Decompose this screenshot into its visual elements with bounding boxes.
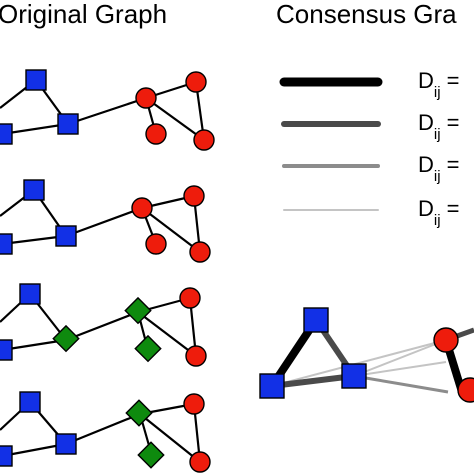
circle-node bbox=[179, 287, 201, 309]
circle-node bbox=[135, 87, 157, 109]
original-graph-2 bbox=[0, 179, 211, 263]
legend-label-1: Dij = bbox=[418, 68, 460, 101]
consensus-edge bbox=[353, 374, 449, 394]
consensus-circle-node bbox=[457, 377, 474, 403]
original-graph-title: Original Graph bbox=[0, 0, 167, 29]
square-node bbox=[55, 433, 77, 455]
original-graph-3 bbox=[0, 283, 207, 367]
original-graph-1 bbox=[0, 69, 215, 151]
square-node bbox=[23, 179, 45, 201]
legend-label-4: Dij = bbox=[418, 196, 460, 229]
circle-node bbox=[189, 241, 211, 263]
original-graph-4 bbox=[0, 391, 211, 473]
legend-label-3: Dij = bbox=[418, 152, 460, 185]
consensus-edge bbox=[271, 373, 355, 389]
diamond-node bbox=[124, 296, 152, 325]
legend-label-2: Dij = bbox=[418, 110, 460, 143]
diamond-node bbox=[52, 324, 80, 353]
square-node bbox=[0, 339, 13, 361]
consensus-graph bbox=[259, 307, 474, 403]
circle-node bbox=[193, 129, 215, 151]
square-node bbox=[57, 113, 79, 135]
consensus-circle-node bbox=[433, 327, 459, 353]
consensus-edge bbox=[353, 339, 447, 377]
diamond-node bbox=[125, 399, 153, 427]
circle-node bbox=[183, 185, 205, 207]
square-node bbox=[55, 225, 77, 247]
square-node bbox=[19, 283, 41, 305]
square-node bbox=[0, 123, 13, 145]
circle-node bbox=[189, 451, 211, 473]
consensus-edge bbox=[353, 361, 447, 377]
square-node bbox=[0, 445, 13, 467]
diamond-node bbox=[134, 334, 162, 363]
circle-node bbox=[183, 393, 205, 415]
square-node bbox=[19, 391, 41, 413]
square-node bbox=[0, 233, 13, 255]
circle-node bbox=[185, 71, 207, 93]
weight-legend: Dij = Dij = Dij = Dij = bbox=[279, 68, 460, 229]
consensus-square-node bbox=[341, 363, 367, 389]
diamond-node bbox=[137, 441, 165, 469]
circle-node bbox=[145, 233, 167, 255]
consensus-edge bbox=[271, 339, 447, 387]
consensus-square-node bbox=[259, 373, 285, 399]
consensus-graph-title: Consensus Gra bbox=[276, 0, 457, 29]
consensus-square-node bbox=[303, 307, 329, 333]
circle-node bbox=[145, 123, 167, 145]
circle-node bbox=[131, 197, 153, 219]
square-node bbox=[25, 69, 47, 91]
circle-node bbox=[185, 345, 207, 367]
